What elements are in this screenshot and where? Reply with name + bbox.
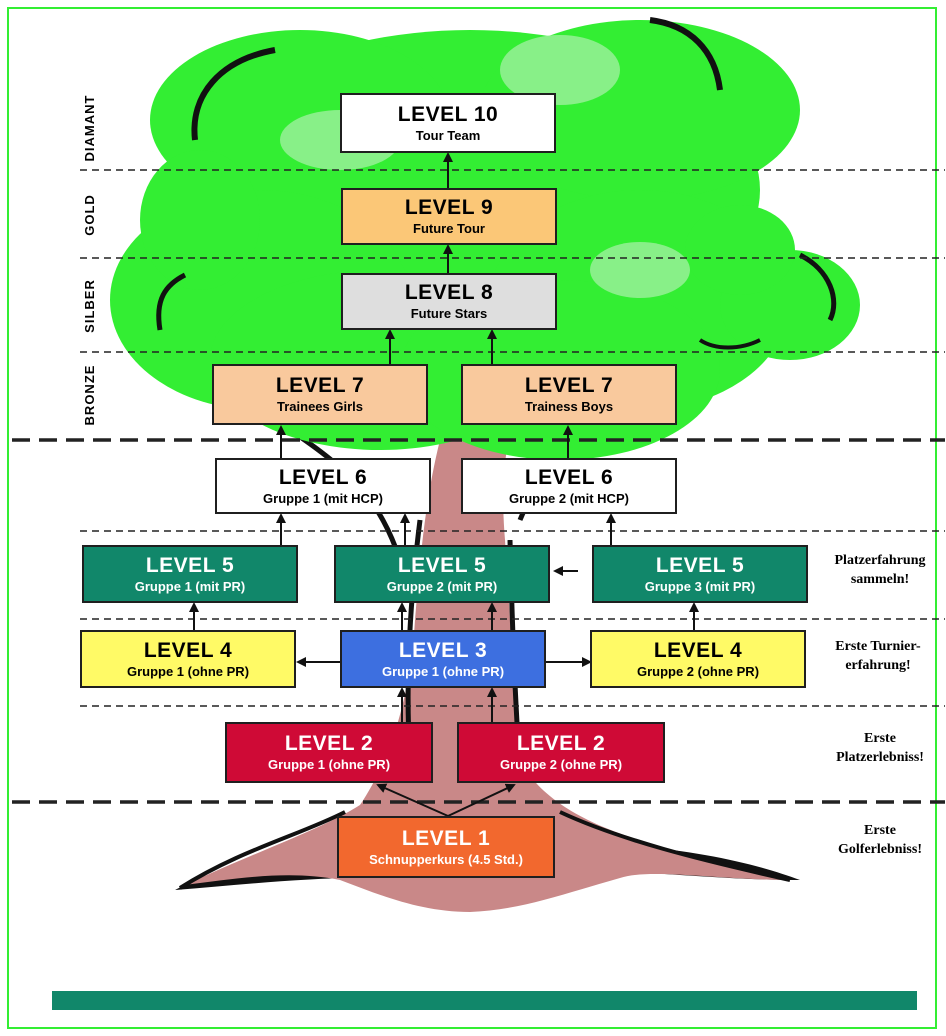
- level-subtitle: Trainess Boys: [524, 399, 614, 415]
- level-subtitle: Gruppe 1 (ohne PR): [126, 663, 250, 679]
- level-subtitle: Gruppe 2 (mit HCP): [509, 490, 629, 506]
- level-6-group-1-box: LEVEL 6 Gruppe 1 (mit HCP): [215, 458, 431, 514]
- level-2-group-2-box: LEVEL 2 Gruppe 2 (ohne PR): [457, 722, 665, 783]
- level-4-group-2-box: LEVEL 4 Gruppe 2 (ohne PR): [590, 630, 806, 688]
- note-turnier: Erste Turnier- erfahrung!: [808, 638, 946, 676]
- level-subtitle: Gruppe 1 (ohne PR): [381, 663, 505, 679]
- level-title: LEVEL 5: [397, 553, 487, 577]
- level-8-box: LEVEL 8 Future Stars: [341, 273, 557, 330]
- page-frame: [7, 7, 937, 1029]
- note-line: Platzerfahrung: [834, 553, 926, 568]
- level-subtitle: Schnupperkurs (4.5 Std.): [369, 851, 523, 867]
- leaf-accent-1: [191, 47, 276, 141]
- level-title: LEVEL 6: [278, 465, 368, 489]
- level-5-group-2-box: LEVEL 5 Gruppe 2 (mit PR): [334, 545, 550, 603]
- note-line: Erste: [864, 731, 896, 746]
- level-title: LEVEL 3: [398, 638, 488, 662]
- leaf-accent-3: [156, 272, 187, 331]
- level-5-group-3-box: LEVEL 5 Gruppe 3 (mit PR): [592, 545, 808, 603]
- note-line: Golferlebniss!: [838, 841, 922, 857]
- level-4-group-1-box: LEVEL 4 Gruppe 1 (ohne PR): [80, 630, 296, 688]
- level-subtitle: Gruppe 1 (ohne PR): [267, 757, 391, 773]
- level-10-box: LEVEL 10 Tour Team: [340, 93, 556, 153]
- level-subtitle: Gruppe 1 (mit HCP): [263, 490, 383, 506]
- level-subtitle: Gruppe 2 (ohne PR): [499, 757, 623, 773]
- note-line: erfahrung!: [845, 657, 911, 673]
- level-6-group-2-box: LEVEL 6 Gruppe 2 (mit HCP): [461, 458, 677, 514]
- level-subtitle: Gruppe 1 (mit PR): [134, 578, 246, 594]
- note-platzerlebnis: Erste Platzerlebniss!: [810, 730, 946, 768]
- note-line: Platzerlebniss!: [836, 749, 924, 765]
- connector-arrows: [189, 152, 699, 817]
- footer-bar: [52, 991, 917, 1010]
- level-title: LEVEL 2: [284, 732, 374, 756]
- leaf-accent-5: [698, 338, 761, 350]
- level-title: LEVEL 7: [275, 374, 365, 398]
- level-subtitle: Future Stars: [410, 306, 488, 322]
- level-title: LEVEL 4: [653, 638, 743, 662]
- level-title: LEVEL 4: [143, 638, 233, 662]
- level-title: LEVEL 6: [524, 465, 614, 489]
- level-3-box: LEVEL 3 Gruppe 1 (ohne PR): [340, 630, 546, 688]
- level-title: LEVEL 1: [401, 826, 491, 850]
- level-subtitle: Gruppe 3 (mit PR): [644, 578, 756, 594]
- level-7-boys-box: LEVEL 7 Trainess Boys: [461, 364, 677, 425]
- level-2-group-1-box: LEVEL 2 Gruppe 1 (ohne PR): [225, 722, 433, 783]
- leaf-accent-2: [649, 17, 723, 91]
- note-line: sammeln!: [850, 571, 910, 587]
- root-right: [559, 810, 791, 882]
- leaf-accent-4: [798, 252, 837, 322]
- level-subtitle: Gruppe 2 (ohne PR): [636, 663, 760, 679]
- level-5-group-1-box: LEVEL 5 Gruppe 1 (mit PR): [82, 545, 298, 603]
- level-7-girls-box: LEVEL 7 Trainees Girls: [212, 364, 428, 425]
- level-title: LEVEL 10: [397, 102, 499, 126]
- root-left: [178, 810, 346, 890]
- level-subtitle: Gruppe 2 (mit PR): [386, 578, 498, 594]
- level-title: LEVEL 5: [145, 553, 235, 577]
- level-title: LEVEL 5: [655, 553, 745, 577]
- note-platzerfahrung: Platzerfahrung sammeln!: [810, 552, 946, 590]
- level-1-box: LEVEL 1 Schnupperkurs (4.5 Std.): [337, 816, 555, 878]
- band-label-bronze: BRONZE: [82, 364, 97, 426]
- level-title: LEVEL 8: [404, 281, 494, 305]
- tree-trunk: [185, 339, 790, 913]
- note-line: Erste: [864, 823, 896, 838]
- level-title: LEVEL 7: [524, 374, 614, 398]
- level-subtitle: Tour Team: [415, 127, 481, 143]
- note-golferlebnis: Erste Golferlebniss!: [810, 822, 946, 860]
- level-subtitle: Trainees Girls: [277, 399, 363, 415]
- level-subtitle: Future Tour: [413, 221, 485, 237]
- level-title: LEVEL 2: [516, 732, 606, 756]
- note-line: Erste Turnier-: [835, 639, 921, 654]
- level-title: LEVEL 9: [404, 196, 494, 220]
- level-9-box: LEVEL 9 Future Tour: [341, 188, 557, 245]
